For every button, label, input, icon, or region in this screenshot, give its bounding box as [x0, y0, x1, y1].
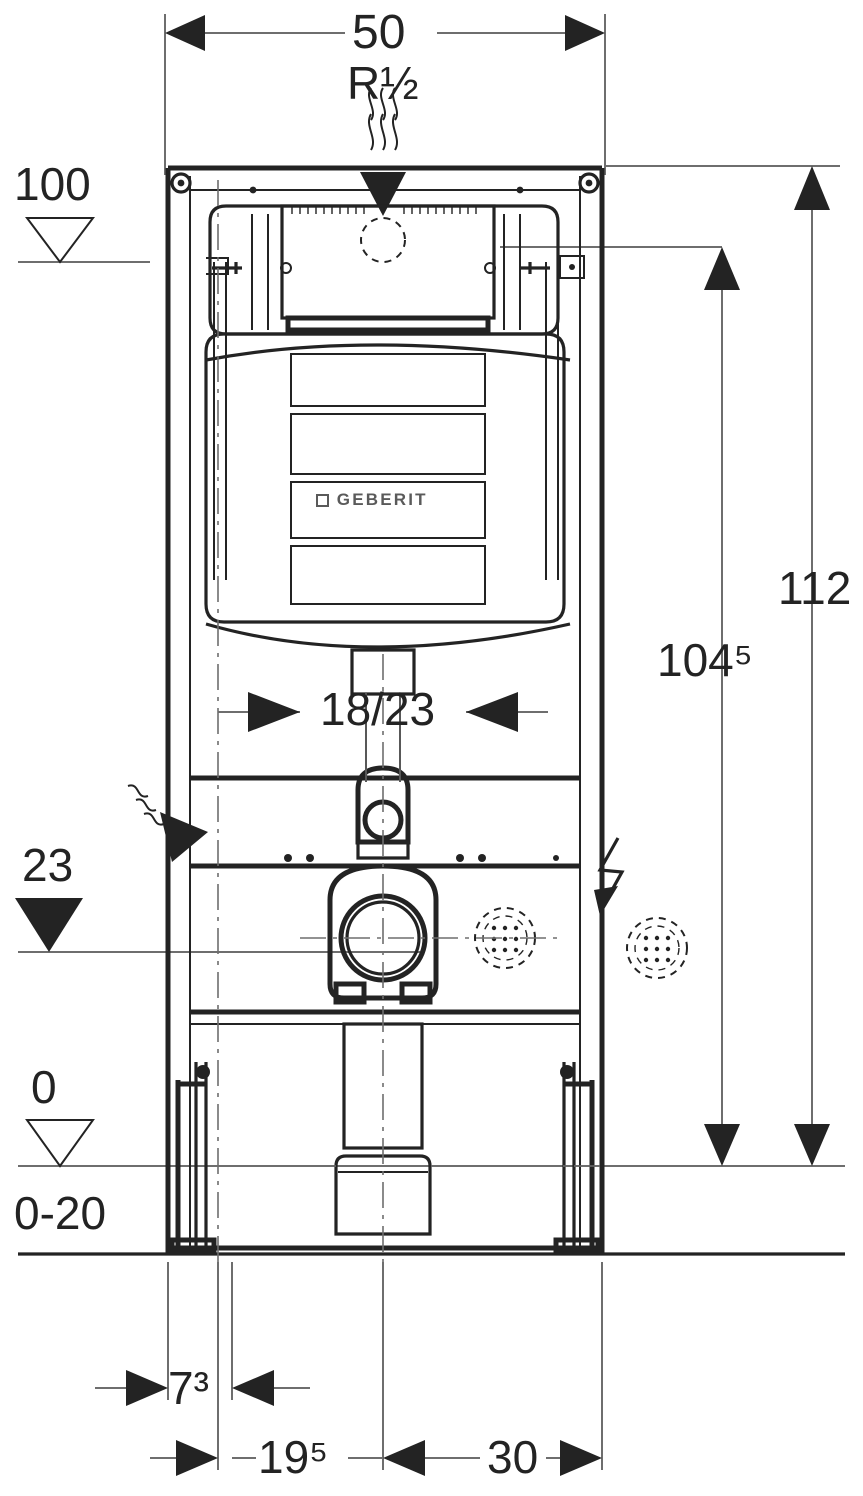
- geberit-logo-text: GEBERIT: [336, 490, 428, 509]
- level-marker-0: [25, 1119, 95, 1168]
- adjustable-foot-right: [553, 1062, 601, 1254]
- level-label-100: 100: [14, 158, 91, 210]
- dimension-label-thread: R½: [347, 57, 419, 109]
- adjustable-foot-left: [169, 1062, 217, 1254]
- level-label-23: 23: [22, 839, 74, 891]
- arrow-up: [794, 166, 830, 210]
- arrow-right: [565, 15, 605, 51]
- arrow-right: [176, 1440, 218, 1476]
- dimension-30: [425, 1440, 602, 1476]
- arrow-left: [466, 692, 518, 732]
- geberit-square-icon: [316, 494, 329, 507]
- arrow-right: [126, 1370, 168, 1406]
- dimension-label-104-5: 104⁵: [657, 634, 753, 686]
- cistern-rib-2: [290, 413, 486, 475]
- dimension-label-112: 112: [778, 562, 852, 614]
- cistern-rib-3: [290, 481, 486, 539]
- water-supply-arrow-left: [127, 784, 208, 862]
- arrow-right: [560, 1440, 602, 1476]
- level-label-0: 0: [31, 1061, 57, 1113]
- conduit-circle-dashed-2: [626, 917, 688, 979]
- arrow-left: [165, 15, 205, 51]
- cistern-rib-4: [290, 545, 486, 605]
- geberit-logo: GEBERIT: [316, 490, 428, 510]
- centrelines: [217, 180, 600, 1470]
- arrow-down: [704, 1124, 740, 1166]
- bottom-extension-lines: [167, 1262, 603, 1470]
- dimension-label-30: 30: [487, 1431, 539, 1483]
- arrow-left: [232, 1370, 274, 1406]
- inspection-opening: [206, 204, 585, 580]
- floor-tolerance-label: 0-20: [14, 1187, 107, 1239]
- dimension-19-5: [150, 1440, 425, 1476]
- arrowhead-diagonal: [160, 812, 208, 862]
- cistern-rib-1: [290, 353, 486, 407]
- dimension-104-5: [704, 247, 740, 1166]
- arrow-up: [704, 247, 740, 290]
- arrowhead-down: [360, 172, 406, 216]
- dimension-50: [165, 15, 605, 51]
- arrow-down: [794, 1124, 830, 1166]
- level-marker-23: [15, 898, 83, 952]
- arrow-left: [383, 1440, 425, 1476]
- arrow-right: [248, 692, 300, 732]
- water-supply-arrow: [360, 87, 406, 263]
- flush-pipe-circle-dashed: [360, 217, 406, 263]
- level-marker-100: [25, 217, 95, 264]
- dimension-label-18-23: 18/23: [320, 683, 436, 735]
- dimension-label-7-3: 7³: [168, 1362, 209, 1414]
- dimension-label-50: 50: [352, 6, 406, 59]
- dimension-7-3: [95, 1370, 310, 1406]
- dimension-label-19-5: 19⁵: [258, 1431, 329, 1483]
- dimension-112: [794, 166, 830, 1166]
- dimension-18-23: [218, 692, 548, 782]
